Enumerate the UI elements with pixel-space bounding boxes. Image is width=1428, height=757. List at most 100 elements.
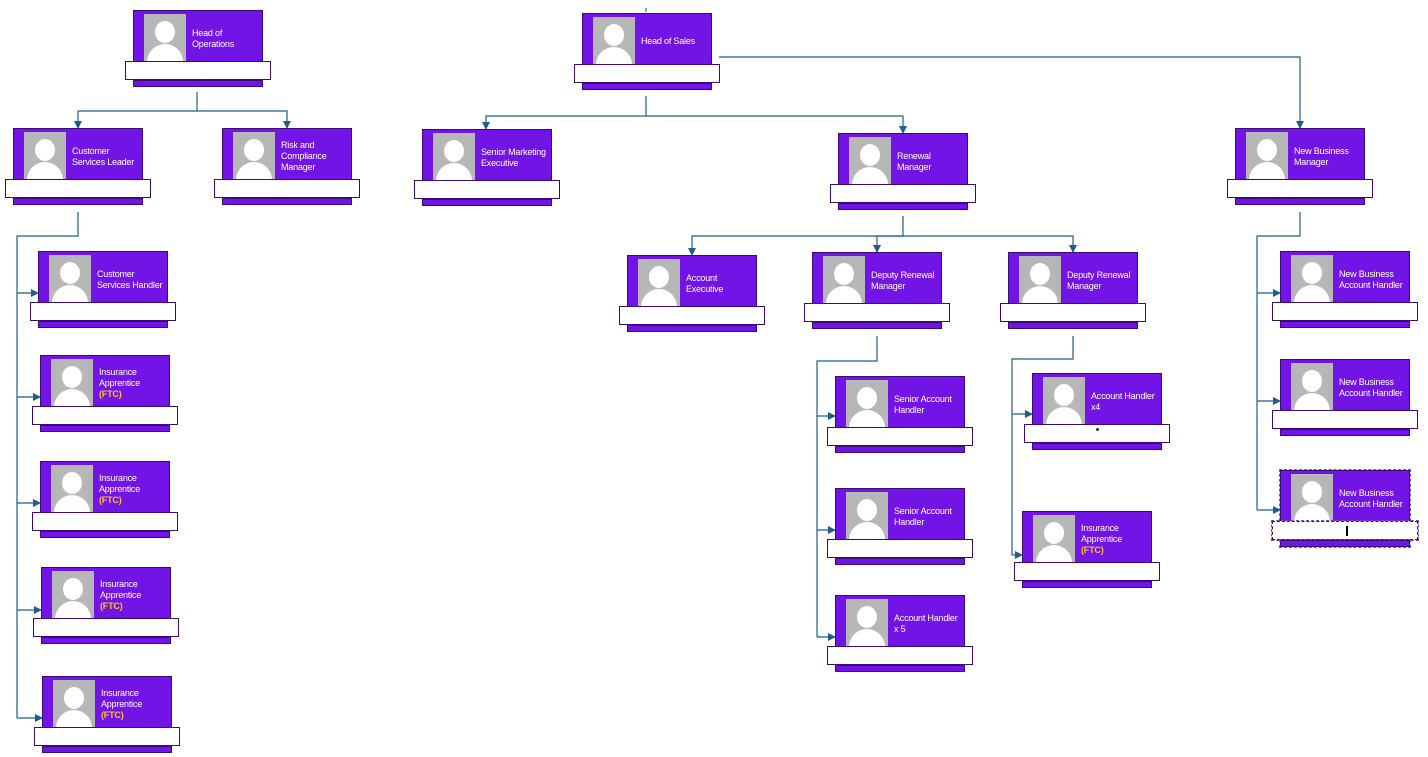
node-name-field[interactable] — [1271, 520, 1419, 541]
node-name-field[interactable] — [33, 618, 179, 637]
node-card[interactable]: Insurance Apprentice(FTC) — [42, 676, 172, 731]
node-card[interactable]: New Business Account Handler — [1280, 251, 1410, 306]
connector — [482, 96, 647, 130]
node-card[interactable]: Insurance Apprentice(FTC) — [41, 567, 171, 622]
person-placeholder-icon — [1291, 363, 1333, 413]
person-placeholder-icon — [51, 465, 93, 515]
node-base — [1280, 429, 1410, 436]
node-name-field[interactable] — [1272, 410, 1418, 429]
node-card[interactable]: Customer Services Handler — [38, 251, 168, 306]
connector — [719, 56, 1304, 129]
node-title: Senior Account Handler — [894, 377, 966, 432]
person-placeholder-icon — [233, 132, 275, 182]
node-card[interactable]: Insurance Apprentice(FTC) — [1022, 511, 1152, 566]
node-title-text: Insurance Apprentice — [100, 579, 142, 600]
node-title: Account Handler x4 — [1091, 374, 1163, 429]
connector — [1011, 336, 1074, 555]
node-card[interactable]: Senior Account Handler — [835, 488, 965, 543]
node-name-field[interactable] — [1227, 179, 1373, 198]
node-name-field[interactable] — [32, 406, 178, 425]
person-placeholder-icon — [846, 380, 888, 430]
person-placeholder-icon — [1291, 255, 1333, 305]
node-title-text: Senior Account Handler — [894, 393, 952, 415]
node-name-field[interactable] — [804, 303, 950, 322]
node-card[interactable]: Head of Sales — [582, 13, 712, 68]
node-card[interactable]: Senior Account Handler — [835, 376, 965, 431]
node-name-field[interactable] — [827, 539, 973, 558]
node-name-field[interactable] — [1000, 303, 1146, 322]
node-base — [835, 558, 965, 565]
node-title-text: Customer Services Leader — [72, 145, 135, 167]
node-base — [1280, 321, 1410, 328]
node-title: Account Executive — [686, 256, 758, 311]
node-card[interactable]: New Business Account Handler — [1279, 469, 1411, 526]
node-name-field[interactable] — [214, 179, 360, 198]
person-placeholder-icon — [24, 132, 66, 182]
node-title-text: Insurance Apprentice — [101, 688, 143, 709]
node-base — [133, 80, 263, 87]
node-card[interactable]: Insurance Apprentice(FTC) — [40, 355, 170, 410]
person-placeholder-icon — [51, 359, 93, 409]
person-placeholder-icon — [823, 256, 865, 306]
node-card[interactable]: New Business Manager — [1235, 128, 1365, 183]
node-name-field[interactable] — [414, 180, 560, 199]
node-name-field[interactable] — [619, 306, 765, 325]
node-card[interactable]: Senior Marketing Executive — [422, 129, 552, 184]
node-title-text: Head of Sales — [641, 36, 695, 46]
node-title-tag: (FTC) — [100, 601, 123, 611]
person-placeholder-icon — [638, 259, 680, 309]
node-base — [41, 637, 171, 644]
node-card[interactable]: Customer Services Leader — [13, 128, 143, 183]
connector — [903, 235, 1077, 253]
node-title-text: Senior Account Handler — [894, 505, 952, 527]
node-title-tag: (FTC) — [1081, 545, 1104, 555]
node-title-text: Insurance Apprentice — [1081, 523, 1123, 544]
node-card[interactable]: Renewal Manager — [838, 133, 968, 188]
node-card[interactable]: Account Executive — [627, 255, 757, 310]
node-card[interactable]: Head of Operations — [133, 10, 263, 65]
node-name-field[interactable] — [34, 727, 180, 746]
node-base — [1022, 581, 1152, 588]
node-base — [1032, 443, 1162, 450]
node-name-field[interactable] — [574, 64, 720, 83]
node-name-field[interactable] — [1024, 424, 1170, 443]
person-placeholder-icon — [849, 137, 891, 187]
node-card[interactable]: Account Handler x4 — [1032, 373, 1162, 428]
node-title: Insurance Apprentice(FTC) — [1081, 512, 1153, 567]
node-name-field[interactable] — [827, 427, 973, 446]
node-card[interactable]: Insurance Apprentice(FTC) — [40, 461, 170, 516]
person-placeholder-icon — [846, 599, 888, 649]
person-placeholder-icon — [1246, 132, 1288, 182]
person-placeholder-icon — [1291, 474, 1333, 524]
node-name-field[interactable] — [30, 302, 176, 321]
node-title: Insurance Apprentice(FTC) — [101, 677, 173, 732]
person-placeholder-icon — [433, 133, 475, 183]
node-card[interactable]: Deputy Renewal Manager — [1008, 252, 1138, 307]
node-title-text: Customer Services Handler — [97, 268, 163, 290]
node-card[interactable]: Risk and Compliance Manager — [222, 128, 352, 183]
node-name-field[interactable] — [32, 512, 178, 531]
node-title: New Business Account Handler — [1339, 471, 1411, 526]
node-card[interactable]: New Business Account Handler — [1280, 359, 1410, 414]
node-title: Insurance Apprentice(FTC) — [99, 462, 171, 517]
node-name-field[interactable] — [125, 61, 271, 80]
connector — [1256, 212, 1301, 510]
person-placeholder-icon — [49, 255, 91, 305]
node-card[interactable]: Deputy Renewal Manager — [812, 252, 942, 307]
node-base — [422, 199, 552, 206]
connector — [816, 336, 878, 637]
node-name-field[interactable] — [827, 646, 973, 665]
node-base — [1235, 198, 1365, 205]
node-name-field[interactable] — [5, 179, 151, 198]
node-base — [1279, 539, 1411, 548]
node-card[interactable]: Account Handler x 5 — [835, 595, 965, 650]
node-title: New Business Manager — [1294, 129, 1366, 184]
node-title: Renewal Manager — [897, 134, 969, 189]
node-title: Senior Marketing Executive — [481, 130, 553, 185]
node-title: Customer Services Leader — [72, 129, 144, 184]
node-name-field[interactable] — [1272, 302, 1418, 321]
node-name-field[interactable] — [1014, 562, 1160, 581]
person-placeholder-icon — [1043, 377, 1085, 427]
node-name-field[interactable] — [830, 184, 976, 203]
